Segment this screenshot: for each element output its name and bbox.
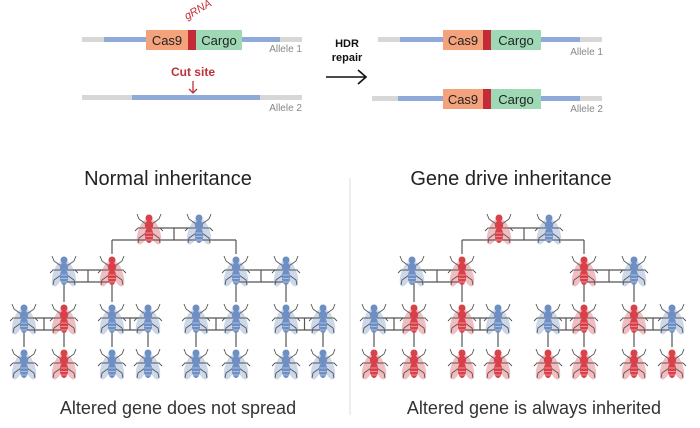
wild-type-fly-icon	[8, 303, 40, 337]
wild-type-fly-icon	[307, 348, 339, 382]
grna-label: gRNA	[183, 0, 214, 23]
allele-1-label: Allele 1	[570, 47, 603, 58]
grna-box	[188, 30, 196, 50]
wild-type-fly-icon	[396, 255, 428, 289]
wild-type-fly-icon	[132, 348, 164, 382]
altered-fly-icon	[446, 255, 478, 289]
altered-fly-icon	[96, 255, 128, 289]
altered-fly-icon	[398, 348, 430, 382]
gene-drive-caption: Altered gene is always inherited	[407, 398, 661, 418]
cas9-label: Cas9	[448, 33, 478, 48]
altered-fly-icon	[618, 348, 650, 382]
cargo-label: Cargo	[498, 33, 533, 48]
normal-inheritance-title: Normal inheritance	[84, 168, 252, 190]
altered-fly-icon	[532, 348, 564, 382]
right-allele-1: Cas9 Cargo Allele 1	[378, 30, 603, 58]
right-arrow-icon	[326, 69, 368, 85]
left-allele-1: Cas9 Cargo gRNA Allele 1	[82, 0, 302, 55]
cargo-label: Cargo	[498, 92, 533, 107]
altered-fly-icon	[568, 348, 600, 382]
cas9-label: Cas9	[152, 33, 182, 48]
left-allele-2: Cut site Allele 2	[82, 65, 302, 114]
altered-fly-icon	[48, 303, 80, 337]
hdr-label: HDR	[335, 38, 359, 50]
gene-drive-title: Gene drive inheritance	[410, 168, 611, 190]
altered-fly-icon	[133, 213, 165, 247]
allele-schematic: Cas9 Cargo gRNA Allele 1 Cut site Allele…	[82, 0, 603, 115]
wild-type-fly-icon	[270, 303, 302, 337]
cut-site-label: Cut site	[171, 65, 215, 79]
altered-fly-icon	[482, 348, 514, 382]
wild-type-fly-icon	[220, 303, 252, 337]
altered-fly-icon	[446, 348, 478, 382]
wild-type-fly-icon	[180, 348, 212, 382]
hdr-repair: HDR repair	[326, 38, 368, 85]
cut-site-arrow	[188, 81, 198, 94]
wild-type-fly-icon	[307, 303, 339, 337]
wild-type-fly-icon	[48, 255, 80, 289]
allele-2-label: Allele 2	[269, 103, 302, 114]
cas9-box	[146, 30, 188, 50]
wild-type-fly-icon	[656, 303, 688, 337]
cargo-label: Cargo	[201, 33, 236, 48]
wild-type-fly-icon	[96, 348, 128, 382]
wild-type-fly-icon	[220, 348, 252, 382]
wild-type-fly-icon	[532, 303, 564, 337]
cas9-label: Cas9	[448, 92, 478, 107]
altered-fly-icon	[358, 348, 390, 382]
gene-drive-pedigree	[358, 213, 688, 382]
right-allele-2: Cas9 Cargo Allele 2	[372, 89, 603, 115]
altered-fly-icon	[446, 303, 478, 337]
wild-type-fly-icon	[132, 303, 164, 337]
normal-inheritance-pedigree	[8, 213, 339, 382]
wild-type-fly-icon	[220, 255, 252, 289]
wild-type-fly-icon	[183, 213, 215, 247]
allele-1-label: Allele 1	[269, 44, 302, 55]
altered-fly-icon	[48, 348, 80, 382]
wild-type-fly-icon	[270, 255, 302, 289]
altered-fly-icon	[398, 303, 430, 337]
altered-fly-icon	[568, 303, 600, 337]
wild-type-fly-icon	[96, 303, 128, 337]
wild-type-fly-icon	[482, 303, 514, 337]
cargo-box	[196, 30, 242, 50]
wild-type-fly-icon	[618, 255, 650, 289]
wild-type-fly-icon	[8, 348, 40, 382]
wild-type-fly-icon	[358, 303, 390, 337]
altered-fly-icon	[568, 255, 600, 289]
normal-inheritance-caption: Altered gene does not spread	[60, 398, 296, 418]
altered-fly-icon	[618, 303, 650, 337]
altered-fly-icon	[656, 348, 688, 382]
repair-label: repair	[332, 52, 363, 64]
wild-type-fly-icon	[270, 348, 302, 382]
wild-type-fly-icon	[180, 303, 212, 337]
allele-2-label: Allele 2	[570, 104, 603, 115]
wild-type-fly-icon	[533, 213, 565, 247]
altered-fly-icon	[483, 213, 515, 247]
